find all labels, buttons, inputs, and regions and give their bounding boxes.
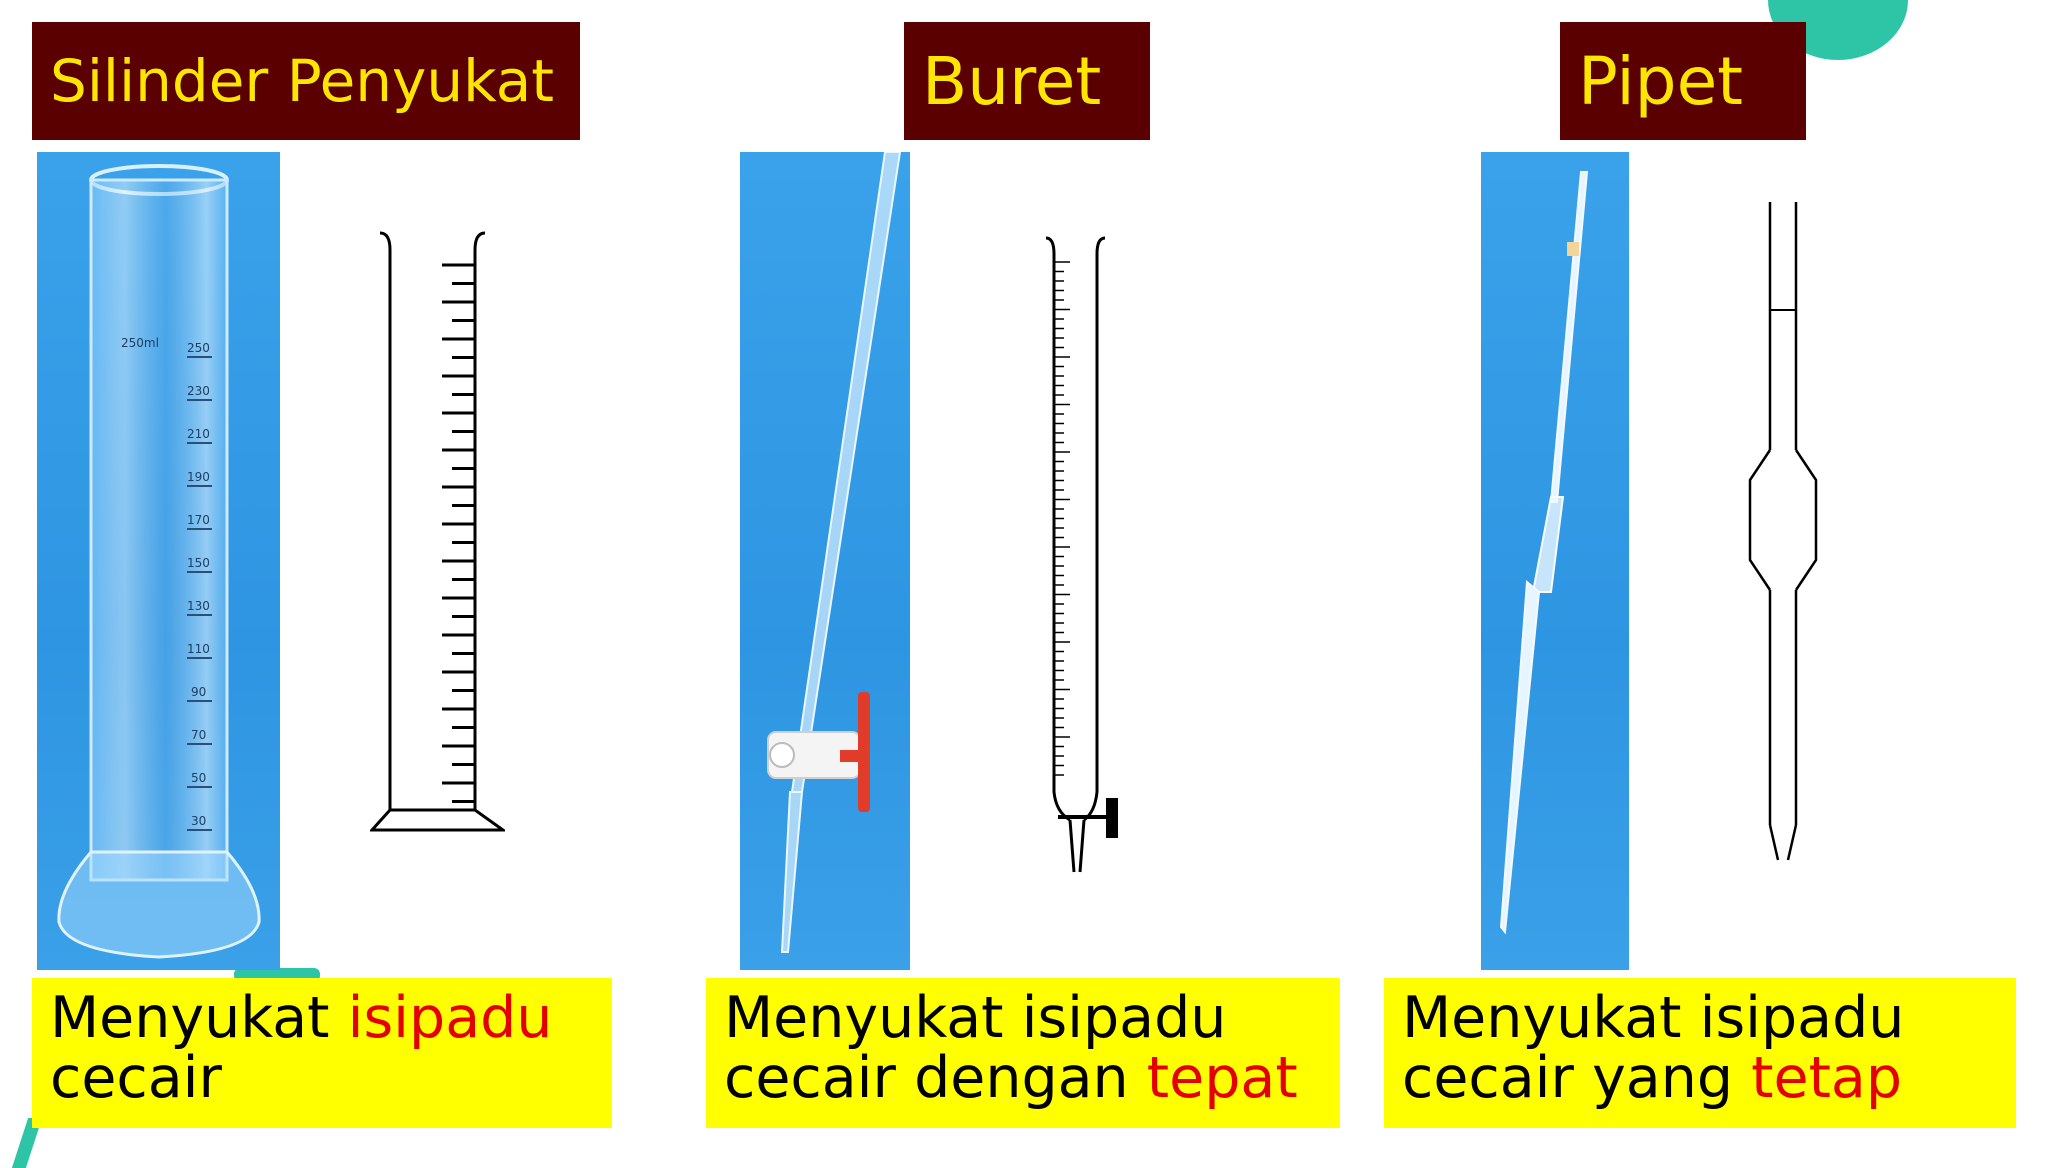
desc-highlight: tepat <box>1146 1045 1298 1111</box>
desc-text: Menyukat isipadu <box>1402 985 1905 1051</box>
pipette-drawing-icon <box>1748 202 1818 861</box>
graduated-cylinder-drawing-icon <box>370 231 505 832</box>
desc-line-2: cecair yang tetap <box>1402 1048 1998 1108</box>
svg-text:210: 210 <box>187 427 210 441</box>
desc-text: Menyukat <box>50 985 348 1051</box>
desc-text: Menyukat isipadu <box>724 985 1227 1051</box>
title-buret: Buret <box>904 22 1150 140</box>
svg-text:50: 50 <box>191 771 206 785</box>
desc-line-1: Menyukat isipadu <box>724 988 1322 1048</box>
svg-text:130: 130 <box>187 599 210 613</box>
svg-text:70: 70 <box>191 728 206 742</box>
burette-drawing-icon <box>1045 236 1118 873</box>
svg-text:30: 30 <box>191 814 206 828</box>
desc-highlight: tetap <box>1751 1045 1903 1111</box>
svg-text:170: 170 <box>187 513 210 527</box>
svg-text:110: 110 <box>187 642 210 656</box>
desc-line-2: cecair dengan tepat <box>724 1048 1322 1108</box>
svg-text:250ml: 250ml <box>121 336 159 350</box>
svg-text:150: 150 <box>187 556 210 570</box>
desc-silinder-penyukat: Menyukat isipadu cecair <box>32 978 612 1128</box>
desc-highlight: isipadu <box>347 985 553 1051</box>
desc-text: cecair dengan <box>724 1045 1147 1111</box>
photo-graduated-cylinder: 250ml 250 230 210 190 170 150 130 110 90 70 50 3… <box>37 152 280 970</box>
svg-text:250: 250 <box>187 341 210 355</box>
burette-photo-icon <box>767 152 902 953</box>
desc-text: cecair <box>50 1045 222 1111</box>
svg-text:230: 230 <box>187 384 210 398</box>
svg-text:90: 90 <box>191 685 206 699</box>
desc-line-1: Menyukat isipadu <box>50 988 594 1048</box>
desc-buret: Menyukat isipadu cecair dengan tepat <box>706 978 1340 1128</box>
title-pipet: Pipet <box>1560 22 1806 140</box>
pipette-photo-icon <box>1499 171 1589 935</box>
graduated-cylinder-photo-icon: 250ml 250 230 210 190 170 150 130 110 90 70 50 3… <box>57 164 261 959</box>
desc-line-1: Menyukat isipadu <box>1402 988 1998 1048</box>
svg-text:190: 190 <box>187 470 210 484</box>
photo-burette <box>740 152 910 970</box>
photo-pipette <box>1481 152 1629 970</box>
desc-line-2: cecair <box>50 1048 594 1108</box>
desc-text: cecair yang <box>1402 1045 1752 1111</box>
title-silinder-penyukat: Silinder Penyukat <box>32 22 580 140</box>
desc-pipet: Menyukat isipadu cecair yang tetap <box>1384 978 2016 1128</box>
